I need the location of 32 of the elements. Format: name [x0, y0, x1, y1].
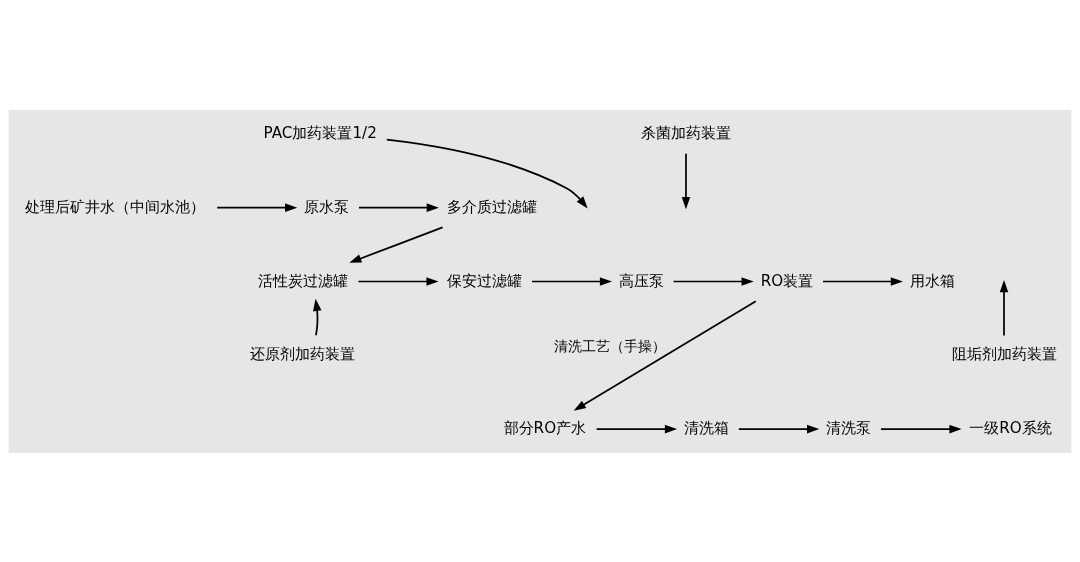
arrow: [595, 424, 678, 433]
node-text: 阻垢剂加药装置: [951, 344, 1057, 363]
arrow: [672, 276, 754, 286]
node-text: 高压泵: [618, 271, 664, 290]
arrow: [681, 152, 691, 209]
node-text: 还原剂加药装置: [250, 344, 356, 363]
arrow: [573, 299, 757, 411]
arrow: [313, 298, 322, 336]
node-text: 杀菌加药装置: [640, 123, 731, 142]
arrow: [880, 424, 962, 433]
arrow: [357, 276, 439, 286]
arrow: [385, 138, 588, 208]
node-text: 清洗泵: [826, 418, 872, 437]
node-text: 清洗箱: [684, 418, 730, 437]
node-text: 多介质过滤罐: [446, 197, 537, 216]
node-text: 一级RO系统: [969, 418, 1052, 437]
arrow: [999, 279, 1009, 336]
edge-label: 清洗工艺（手操）: [554, 337, 667, 354]
node-text: 处理后矿井水（中间水池）: [25, 197, 206, 216]
node-text: 保安过滤罐: [446, 271, 522, 290]
node-text: 部分RO产水: [503, 418, 587, 437]
node-text: 原水泵: [304, 197, 350, 216]
arrow: [349, 226, 444, 263]
arrow: [358, 202, 439, 212]
arrow: [822, 276, 903, 286]
node-text: RO装置: [760, 271, 814, 290]
arrow: [531, 276, 613, 286]
node-text: PAC加药装置1/2: [263, 123, 377, 142]
arrow: [216, 202, 298, 212]
node-text: 用水箱: [909, 271, 955, 290]
arrow: [737, 424, 820, 433]
node-text: 活性炭过滤罐: [257, 271, 348, 290]
